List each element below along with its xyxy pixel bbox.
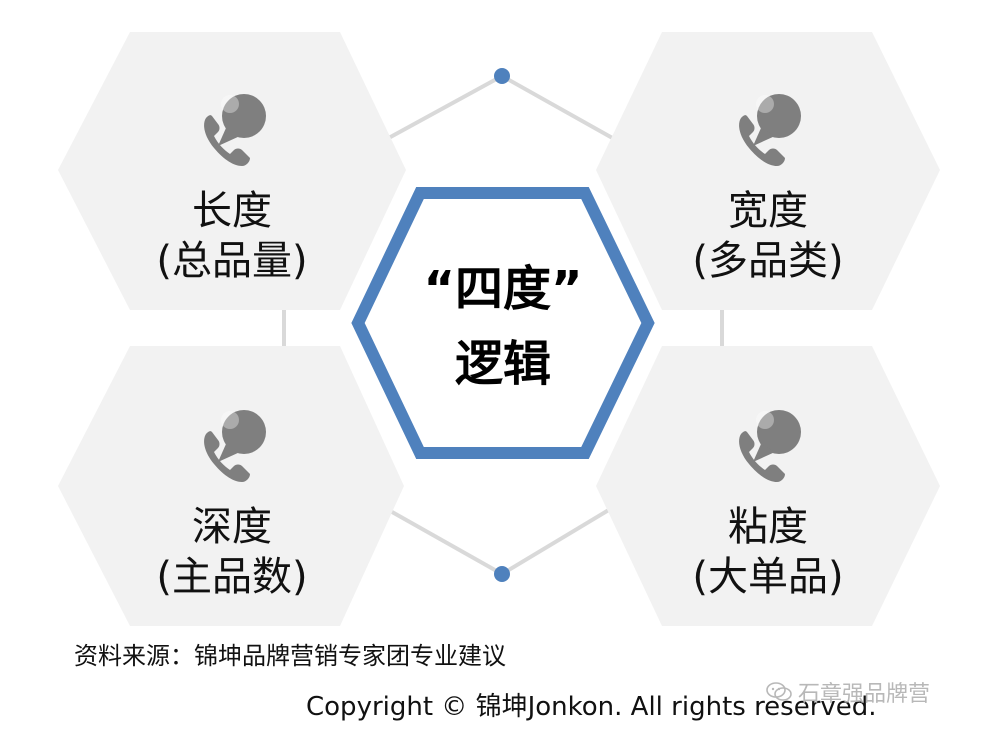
source-note: 资料来源：锦坤品牌营销专家团专业建议 [74,642,506,670]
connector-top-left [384,74,503,142]
phone-chat-icon [204,410,266,482]
phone-chat-icon [204,94,266,166]
connector-dot-bottom [494,566,510,582]
hexagon-top-left: 长度 (总品量) [58,32,406,310]
center-title-line2: 逻辑 [455,336,551,392]
hexagon-shape [58,346,404,626]
wechat-icon [766,682,792,702]
connector-dot-top [494,68,510,84]
hexagon-bottom-left: 深度 (主品数) [58,346,404,626]
phone-chat-icon [739,94,801,166]
phone-chat-icon [739,410,801,482]
watermark: 石章强品牌营 [766,676,930,708]
hexagon-top-right: 宽度 (多品类) [596,32,940,310]
center-hexagon: “四度” 逻辑 [351,187,655,459]
copyright-notice: Copyright © 锦坤Jonkon. All rights reserve… [306,692,877,722]
connectors [282,68,724,582]
center-title-line1: “四度” [423,261,582,317]
hexagon-title: 深度 [192,504,272,550]
hexagon-title: 宽度 [728,188,808,234]
connector-bottom-right [500,506,614,576]
hexagon-bottom-right: 粘度 (大单品) [596,346,940,626]
four-degree-diagram: 长度 (总品量) 宽度 (多品类) 深度 (主品数) [58,32,940,626]
hexagon-title: 粘度 [728,504,808,550]
hexagon-subtitle: (总品量) [156,238,307,284]
connector-top-right [501,74,617,142]
hexagon-subtitle: (主品数) [156,554,307,600]
connector-bottom-left [384,506,503,576]
center-hexagon-shape [351,187,655,459]
hexagon-subtitle: (大单品) [692,554,843,600]
hexagon-subtitle: (多品类) [692,238,843,284]
watermark-text: 石章强品牌营 [798,682,931,707]
hexagon-title: 长度 [192,188,272,234]
hexagon-shape [596,32,940,310]
hexagon-shape [596,346,940,626]
hexagon-shape [58,32,406,310]
